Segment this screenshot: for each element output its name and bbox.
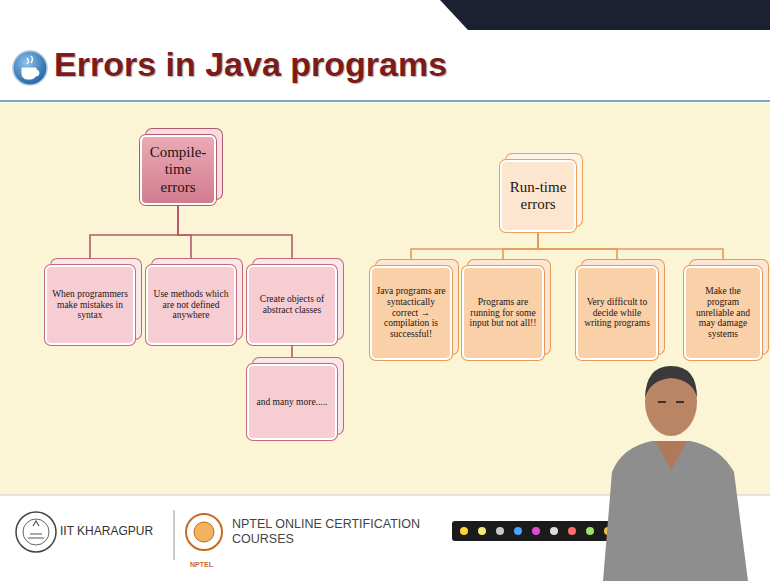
- iit-logo-ring: [23, 519, 49, 545]
- header-bar: [440, 0, 770, 30]
- iit-logo: [16, 512, 56, 552]
- presenter-hair: [645, 366, 697, 398]
- logo-caption: NPTEL: [190, 561, 213, 569]
- item-box: Make the program unreliable and may dama…: [684, 266, 762, 360]
- item-box: Programs are running for some input but …: [462, 266, 544, 360]
- item-box: Java programs are syntactically correct …: [370, 266, 452, 360]
- node-text: When programmers make mistakes in syntax: [51, 289, 129, 322]
- header-rule: [0, 100, 770, 102]
- item-box: Use methods which are not defined anywhe…: [146, 265, 236, 345]
- tree-connector: [291, 345, 293, 364]
- node-text: Use methods which are not defined anywhe…: [152, 289, 230, 322]
- slide-title: Errors in Java programs: [54, 45, 447, 84]
- item-box: and many more.....: [247, 364, 337, 440]
- toolbar-icons: [460, 527, 612, 535]
- node-text: Compile-time errors: [146, 144, 210, 196]
- node-text: Run-time errors: [506, 179, 570, 214]
- item-box: When programmers make mistakes in syntax: [45, 265, 135, 345]
- toolbar-icon: [496, 527, 504, 535]
- java-steam: [27, 56, 33, 64]
- footer-divider: [174, 510, 175, 560]
- item-box: Very difficult to decide while writing p…: [576, 266, 658, 360]
- node-text: Create objects of abstract classes: [253, 294, 331, 316]
- tree-connector: [503, 232, 538, 266]
- toolbar-icon: [460, 527, 468, 535]
- toolbar-icon: [568, 527, 576, 535]
- institute-name: IIT KHARAGPUR: [60, 524, 153, 538]
- java-cup: [22, 68, 39, 79]
- presenter: [603, 366, 748, 581]
- toolbar-icon: [514, 527, 522, 535]
- node-text: and many more.....: [257, 397, 328, 408]
- toolbar-icon: [586, 527, 594, 535]
- java-icon: [13, 51, 47, 85]
- node-text: Java programs are syntactically correct …: [376, 286, 446, 341]
- presenter-shirt: [603, 441, 748, 581]
- tree-connector: [178, 205, 292, 265]
- tree-connector: [90, 205, 178, 265]
- node-text: Very difficult to decide while writing p…: [582, 297, 652, 330]
- node-text: Programs are running for some input but …: [468, 297, 538, 330]
- presenter-eyes: [658, 401, 684, 403]
- item-box: Create objects of abstract classes: [247, 265, 337, 345]
- toolbar: [452, 521, 620, 541]
- nptel-logo: [186, 514, 222, 550]
- presenter-neck: [655, 441, 687, 470]
- category-box: Compile-time errors: [140, 135, 216, 205]
- toolbar-icon: [532, 527, 540, 535]
- tree-connector: [411, 232, 538, 266]
- toolbar-icon: [478, 527, 486, 535]
- category-box: Run-time errors: [500, 160, 576, 232]
- tree-connector: [538, 232, 723, 266]
- iit-logo-mark: [28, 521, 44, 538]
- course-banner: NPTEL ONLINE CERTIFICATION COURSES: [232, 517, 422, 547]
- header-ground: [0, 0, 770, 102]
- node-text: Make the program unreliable and may dama…: [690, 286, 756, 341]
- content-ground: [0, 103, 770, 495]
- nptel-logo-core: [194, 522, 214, 542]
- toolbar-icon: [550, 527, 558, 535]
